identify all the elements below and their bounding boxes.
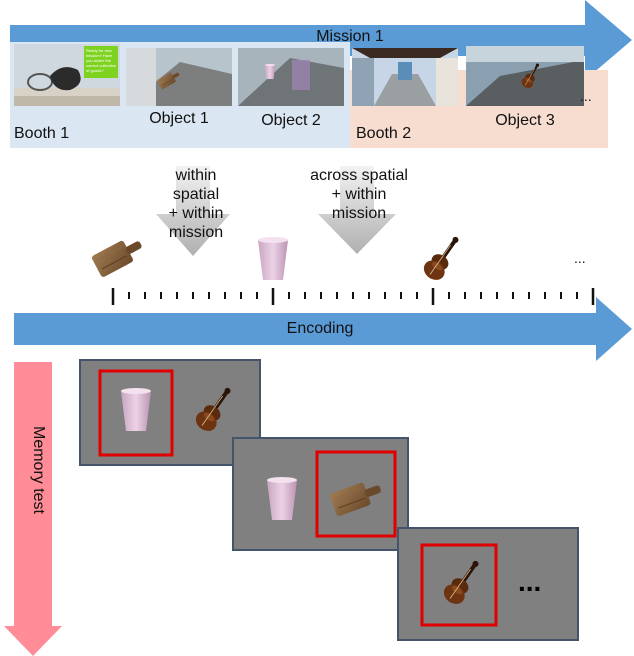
selected-frame	[315, 450, 397, 538]
object3-screenshot	[466, 46, 584, 106]
object1-screenshot	[126, 48, 232, 106]
across-condition-arrow	[318, 166, 396, 254]
object2-label: Object 2	[261, 112, 321, 129]
top-ellipsis: ...	[580, 88, 592, 104]
memory-trial-2	[232, 437, 409, 551]
selected-frame	[420, 543, 498, 627]
memory-trial-3	[397, 527, 579, 641]
object2-screenshot	[238, 48, 344, 106]
selected-frame	[98, 369, 174, 457]
memory-trial-1	[79, 359, 261, 466]
booth2-label: Booth 2	[356, 125, 412, 142]
timeline-ticks	[111, 288, 595, 305]
encoding-arrow	[14, 297, 632, 361]
across-condition-label: across spatial + within mission	[310, 167, 408, 222]
within-condition-arrow	[156, 166, 230, 256]
object3-label: Object 3	[495, 112, 555, 129]
booth1-label: Booth 1	[14, 125, 70, 142]
mission-arrow	[10, 0, 632, 80]
screenshot-caption: Ready for new mission? Have you stolen t…	[86, 48, 117, 73]
memory-test-label: Memory test	[30, 425, 47, 514]
violin-object	[419, 230, 467, 285]
mission-label: Mission 1	[316, 28, 384, 45]
memory-test-arrow	[4, 362, 62, 656]
timeline-ellipsis: ...	[574, 250, 586, 266]
paddle-object	[90, 232, 147, 279]
cup-object	[258, 237, 288, 280]
booth2-screenshot	[352, 48, 458, 106]
encoding-label: Encoding	[286, 320, 354, 337]
booth1-screenshot	[14, 44, 120, 106]
within-condition-label: within spatial + within mission	[168, 167, 224, 241]
trial-ellipsis: ...	[518, 566, 542, 597]
object1-label: Object 1	[149, 110, 209, 127]
